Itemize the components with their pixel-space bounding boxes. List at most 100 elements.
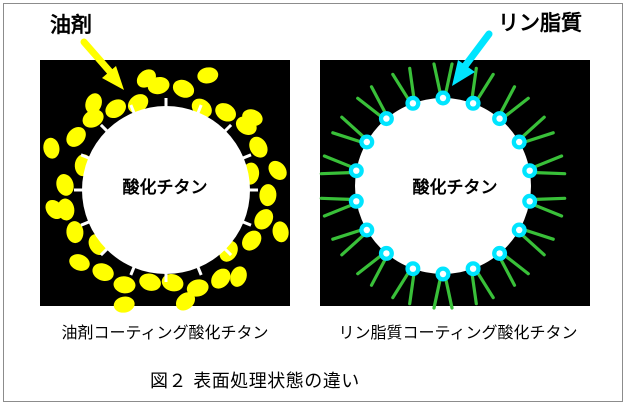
phospholipid-tail xyxy=(340,234,365,257)
surface-tick xyxy=(223,123,233,133)
core-label-left: 酸化チタン xyxy=(122,178,208,198)
panel-caption-left: 油剤コーティング酸化チタン xyxy=(61,323,269,342)
oil-droplet xyxy=(242,109,263,126)
phospholipid-heads xyxy=(348,90,538,282)
phospholipid-tail xyxy=(356,96,382,118)
phospholipid-tail xyxy=(391,271,410,300)
phospholipid-tail xyxy=(476,72,495,101)
oil-droplet xyxy=(69,254,90,271)
phospholipid-head-center xyxy=(496,250,503,257)
surface-tick-marks xyxy=(74,98,258,282)
oil-droplet xyxy=(92,263,114,281)
phospholipid-tail xyxy=(504,96,530,118)
oil-droplet xyxy=(272,221,289,243)
phospholipid-head-center xyxy=(526,167,533,174)
core-label-right: 酸化チタン xyxy=(412,178,498,198)
phospholipid-tail xyxy=(322,154,353,169)
phospholipid-tail xyxy=(504,254,530,276)
oil-agent-label: 油剤 xyxy=(50,13,92,37)
surface-tick xyxy=(196,266,203,276)
phospholipid-tail xyxy=(331,131,362,144)
phospholipid-tail xyxy=(356,254,382,276)
phospholipid-head-center xyxy=(526,198,533,205)
phospholipid-head-center xyxy=(439,94,447,102)
phospholipid-tail xyxy=(432,62,442,94)
phospholipid-tail xyxy=(533,154,564,169)
phospholipid-tail xyxy=(521,115,546,138)
figure-caption: 図２ 表面処理状態の違い xyxy=(150,371,360,392)
phospholipid-tail xyxy=(391,72,410,101)
phospholipid-tail xyxy=(533,203,564,218)
oil-droplet xyxy=(259,184,277,207)
phospholipid-tail xyxy=(408,273,416,306)
surface-tick xyxy=(242,153,252,160)
surface-tick xyxy=(129,104,136,114)
titanium-oxide-particle-right xyxy=(355,98,531,274)
phospholipid-head-center xyxy=(363,138,370,146)
phospholipid-tail xyxy=(524,228,555,241)
phospholipid-tail xyxy=(470,66,478,99)
phospholipid-tail xyxy=(534,196,567,201)
titanium-oxide-particle-left xyxy=(82,106,250,274)
oil-droplet xyxy=(268,160,287,180)
phospholipid-tail xyxy=(499,258,517,287)
surface-tick xyxy=(242,220,252,227)
phospholipid-head-center xyxy=(353,167,360,174)
phospholipid-tail xyxy=(369,258,387,287)
oil-droplet xyxy=(45,199,64,220)
phospholipid-head-center xyxy=(383,115,390,122)
phospholipid-head-center xyxy=(353,198,360,205)
phospholipid-head-center xyxy=(469,100,477,107)
phospholipid-tail xyxy=(521,234,546,257)
phospholipid-tail xyxy=(408,66,416,99)
oil-droplet xyxy=(175,292,196,311)
phospholipid-arrow xyxy=(452,30,493,86)
phospholipid-head-center xyxy=(363,226,370,234)
oil-droplet xyxy=(211,268,231,289)
phospholipid-tail xyxy=(319,171,352,176)
oil-droplet xyxy=(113,296,135,313)
phospholipid-head-center xyxy=(496,115,503,122)
phospholipid-tail xyxy=(432,278,442,310)
panel-caption-right: リン脂質コーティング酸化チタン xyxy=(338,323,578,342)
phospholipid-tail xyxy=(524,131,555,144)
oil-droplet xyxy=(56,174,74,196)
phospholipid-tail xyxy=(499,85,517,114)
surface-tick xyxy=(99,123,109,133)
oil-droplet xyxy=(249,136,268,158)
oil-droplet xyxy=(230,266,247,287)
phospholipid-head-center xyxy=(469,265,477,272)
oil-droplet xyxy=(254,209,274,230)
oil-droplet xyxy=(66,221,84,244)
phospholipid-tail xyxy=(322,203,353,218)
phospholipid-tail xyxy=(444,62,454,94)
surface-tick xyxy=(223,247,233,257)
phospholipid-head-center xyxy=(439,270,447,278)
surface-tick xyxy=(80,220,90,227)
surface-tick xyxy=(129,266,136,276)
phospholipid-head-center xyxy=(516,226,523,234)
surface-tick xyxy=(80,153,90,160)
phospholipid-tail xyxy=(340,115,365,138)
oil-droplet xyxy=(215,103,236,122)
phospholipid-head-center xyxy=(409,265,417,272)
oil-droplet xyxy=(242,230,262,251)
oil-droplet xyxy=(85,93,102,114)
oil-droplet xyxy=(105,99,126,119)
phospholipid-tail xyxy=(369,85,387,114)
oil-droplet xyxy=(139,273,161,291)
surface-tick xyxy=(196,104,203,114)
phospholipid-tail xyxy=(331,228,362,241)
oil-droplet xyxy=(136,69,156,88)
oil-droplet xyxy=(186,279,209,297)
oil-droplet xyxy=(82,109,104,128)
oil-droplet xyxy=(113,276,136,294)
oil-droplet xyxy=(66,126,86,147)
phospholipid-layer xyxy=(319,62,567,310)
phospholipid-label: リン脂質 xyxy=(498,11,582,35)
surface-tick xyxy=(99,247,109,257)
phospholipid-head-center xyxy=(409,100,417,107)
phospholipid-head-center xyxy=(516,138,523,146)
